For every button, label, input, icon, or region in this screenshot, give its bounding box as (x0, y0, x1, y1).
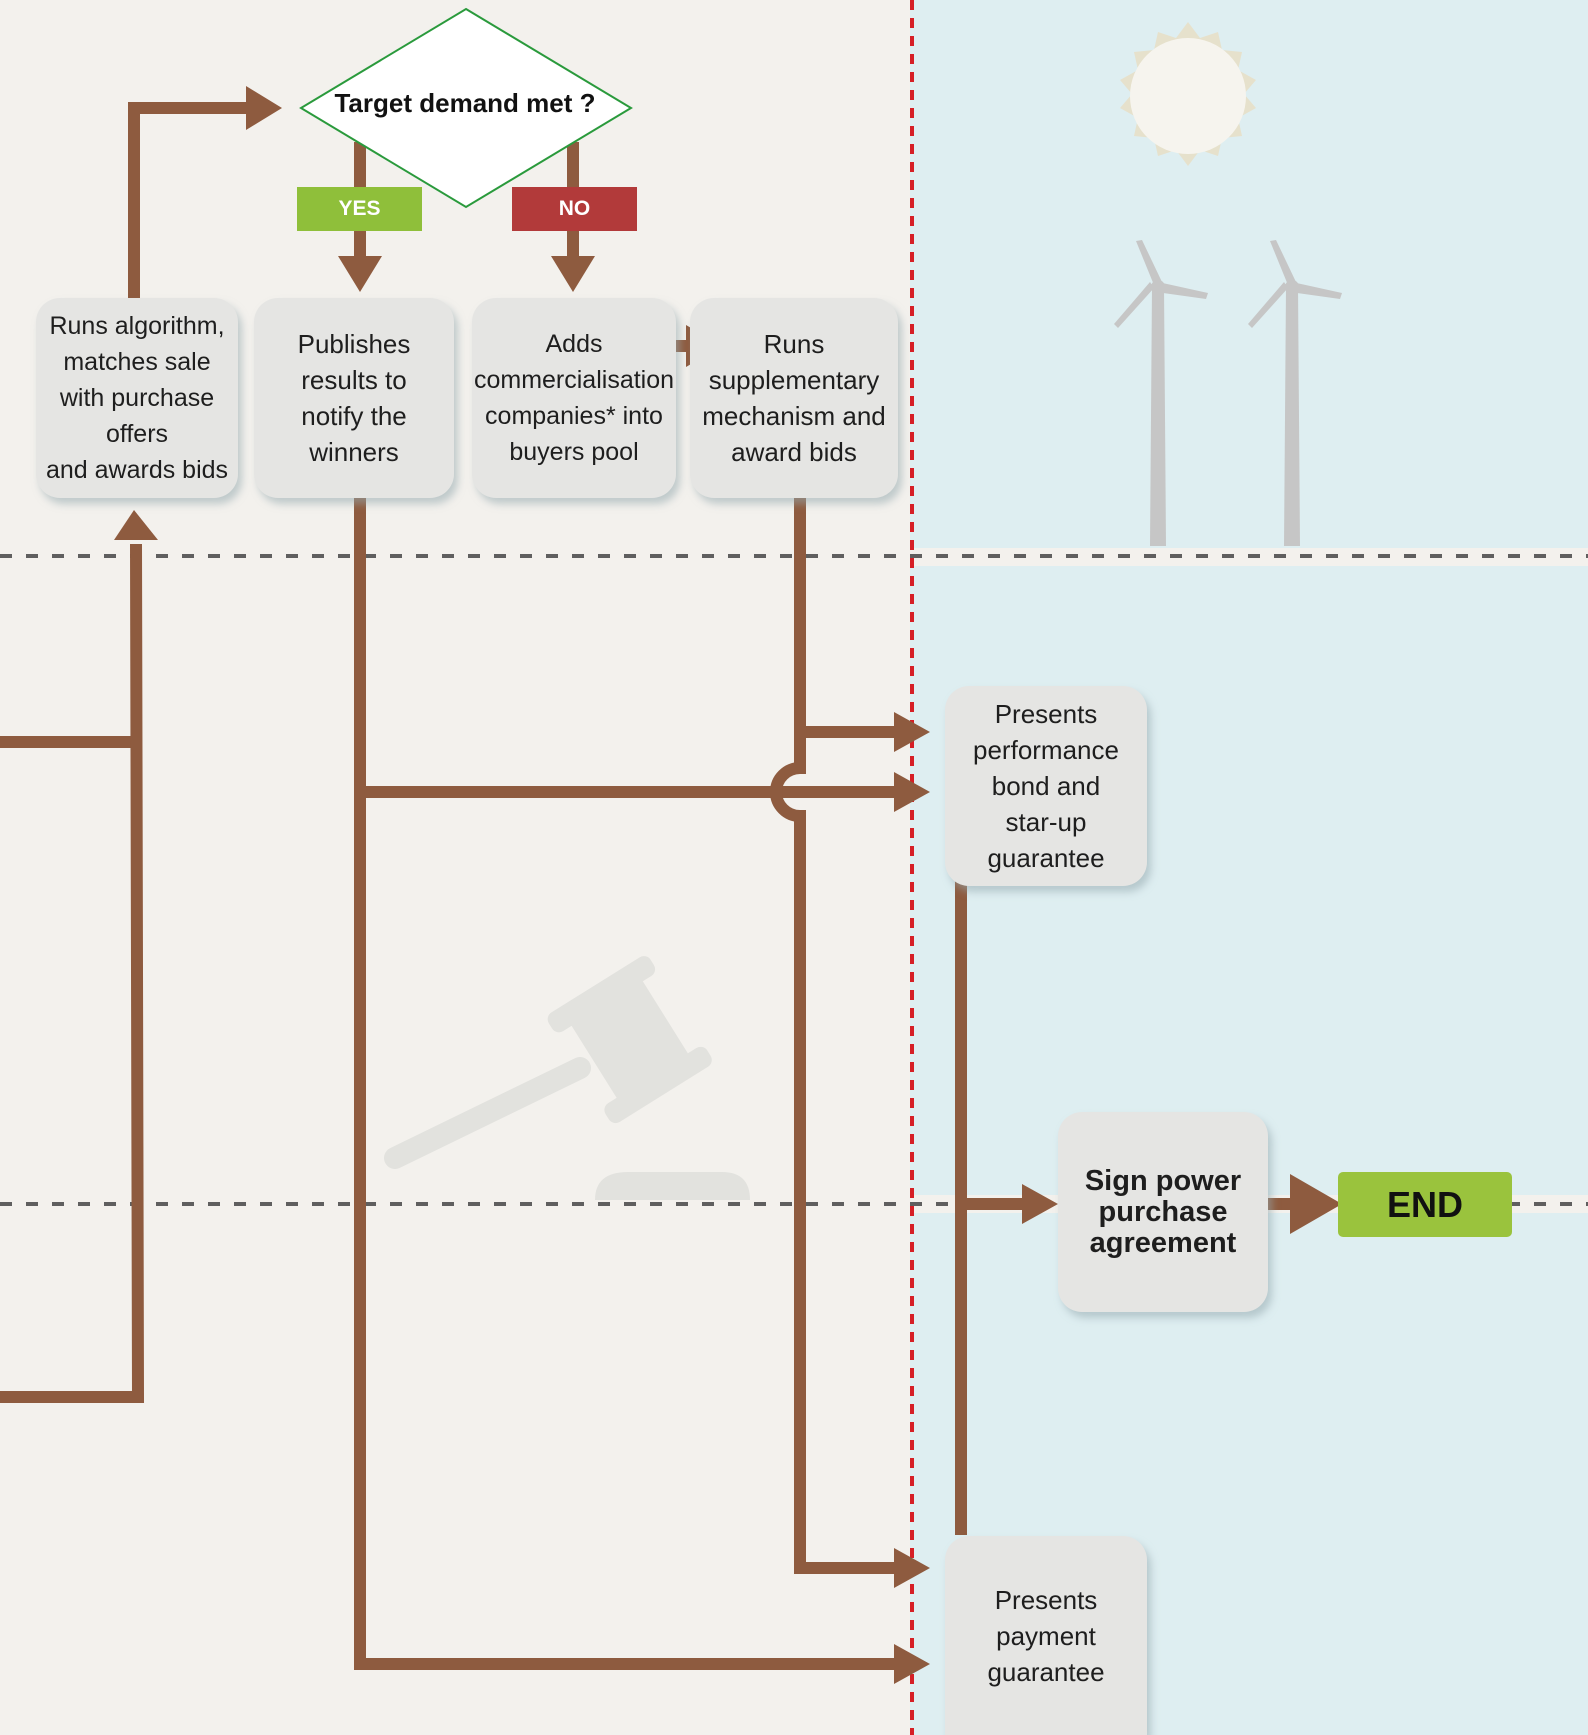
step-publishes-results: Publishes results to notify the winners (254, 298, 454, 498)
step-payment-guarantee: Presents payment guarantee (945, 1536, 1147, 1735)
step-performance-bond: Presents performance bond and star-up gu… (945, 686, 1147, 886)
gavel-icon (384, 956, 750, 1200)
sun-icon (1120, 22, 1256, 166)
step-runs-algorithm: Runs algorithm, matches sale with purcha… (36, 298, 238, 498)
step-supplementary-mechanism: Runs supplementary mechanism and award b… (690, 298, 898, 498)
wind-turbine-icon (1248, 240, 1342, 546)
wind-turbine-icon (1114, 240, 1208, 546)
decision-label: Target demand met ? (334, 88, 596, 118)
no-branch-label: NO (512, 187, 637, 231)
end-terminal: END (1338, 1172, 1512, 1237)
step-sign-ppa: Sign power purchase agreement (1058, 1112, 1268, 1312)
yes-branch-label: YES (297, 187, 422, 231)
decision-diamond (299, 7, 633, 209)
left-lane-background (0, 0, 910, 1735)
step-adds-companies: Adds commercialisation companies* into b… (472, 298, 676, 498)
